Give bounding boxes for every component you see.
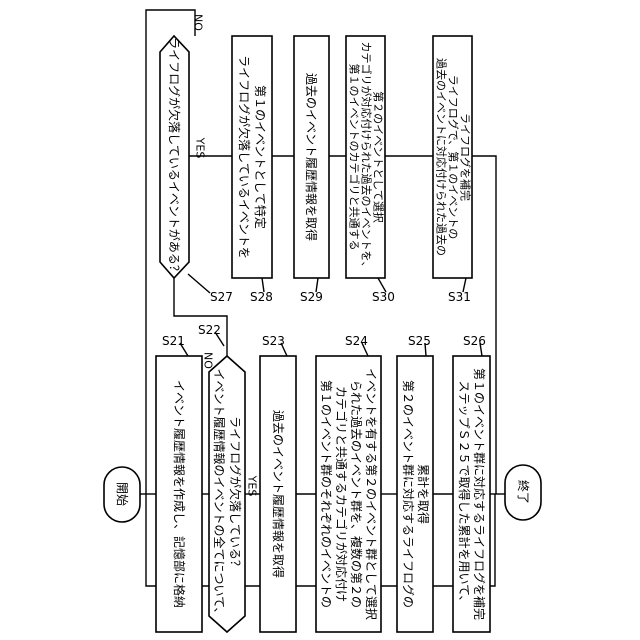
- decision-s27: ライフログが欠落しているイベントがある？ S27 NO YES: [160, 14, 233, 304]
- step-s24-line3: られた過去のイベント群を、複数の第２の: [349, 380, 364, 608]
- step-s23-text: 過去のイベント履歴情報を取得: [271, 410, 286, 578]
- step-s30: 第１のイベントのカテゴリと共通する カテゴリが対応付けられた過去のイベントを、 …: [346, 36, 395, 304]
- decision-s27-text: ライフログが欠落しているイベントがある？: [167, 37, 182, 277]
- end-terminal: 終了: [505, 465, 541, 520]
- step-s28-line1: ライフログが欠落しているイベントを: [237, 55, 252, 259]
- decision-s22-line2: ライフログが欠落している？: [228, 416, 243, 572]
- step-s31: 過去のイベントに対応付けられた過去の ライフログで、第１のイベントの ライフログ…: [433, 36, 473, 304]
- step-s29-number: S29: [300, 290, 323, 304]
- step-s26-line1: ステップＳ２５で取得した累計を用いて、: [457, 380, 472, 607]
- step-s26-number: S26: [463, 334, 486, 348]
- step-s24-line2: カテゴリと共通するカテゴリが対応付け: [334, 386, 349, 602]
- decision-s27-leader: [188, 274, 210, 293]
- step-s31-line3: ライフログを補完: [459, 113, 473, 201]
- step-s31-number: S31: [448, 290, 471, 304]
- step-s25-line1: 第２のイベント群に対応するライフログの: [401, 380, 415, 608]
- step-s30-line3: 第２のイベントとして選択: [372, 91, 386, 223]
- step-s28-number: S28: [250, 290, 273, 304]
- end-label: 終了: [516, 480, 531, 504]
- step-s28-line2: 第１のイベントとして特定: [253, 85, 268, 229]
- step-s31-line2: ライフログで、第１のイベントの: [447, 75, 461, 240]
- step-s25-line2: 累計を取得: [416, 464, 431, 524]
- decision-s22-no-label: NO: [202, 352, 215, 369]
- decision-s27-yes-label: YES: [194, 137, 207, 159]
- step-s26: ステップＳ２５で取得した累計を用いて、 第１のイベント群に対応するライフログを補…: [453, 334, 490, 632]
- step-s30-number: S30: [372, 290, 395, 304]
- step-s25-number: S25: [408, 334, 431, 348]
- step-s21-text: イベント履歴情報を作成し、記憶部に格納: [172, 380, 187, 608]
- step-s30-line2: カテゴリが対応付けられた過去のイベントを、: [360, 42, 374, 273]
- start-terminal: 開始: [104, 467, 140, 522]
- step-s25-leader: [425, 343, 426, 356]
- step-s24: 第１のイベント群のそれぞれのイベントの カテゴリと共通するカテゴリが対応付け ら…: [316, 334, 381, 632]
- decision-s27-no-label: NO: [192, 14, 205, 31]
- step-s29: 過去のイベント履歴情報を取得 S29: [294, 36, 329, 304]
- step-s28: ライフログが欠落しているイベントを 第１のイベントとして特定 S28: [232, 36, 273, 304]
- step-s29-text: 過去のイベント履歴情報を取得: [304, 73, 319, 241]
- step-s23-number: S23: [262, 334, 285, 348]
- step-s24-line4: イベントを有する第２のイベント群として選択: [364, 368, 378, 620]
- decision-s27-number: S27: [210, 290, 233, 304]
- step-s26-line2: 第１のイベント群に対応するライフログを補完: [472, 368, 487, 620]
- step-s31-line1: 過去のイベントに対応付けられた過去の: [435, 58, 449, 256]
- decision-s22-yes-label: YES: [246, 475, 259, 497]
- step-s24-number: S24: [345, 334, 368, 348]
- step-s25: 第２のイベント群に対応するライフログの 累計を取得 S25: [397, 334, 433, 632]
- step-s23: 過去のイベント履歴情報を取得 S23: [260, 334, 296, 632]
- step-s21: イベント履歴情報を作成し、記憶部に格納 S21: [156, 334, 202, 632]
- step-s30-line1: 第１のイベントのカテゴリと共通する: [348, 64, 362, 251]
- start-label: 開始: [115, 482, 129, 506]
- decision-s22-line1: イベント履歴情報のイベントの全てについて、: [212, 368, 227, 619]
- step-s24-line1: 第１のイベント群のそれぞれのイベントの: [319, 380, 333, 608]
